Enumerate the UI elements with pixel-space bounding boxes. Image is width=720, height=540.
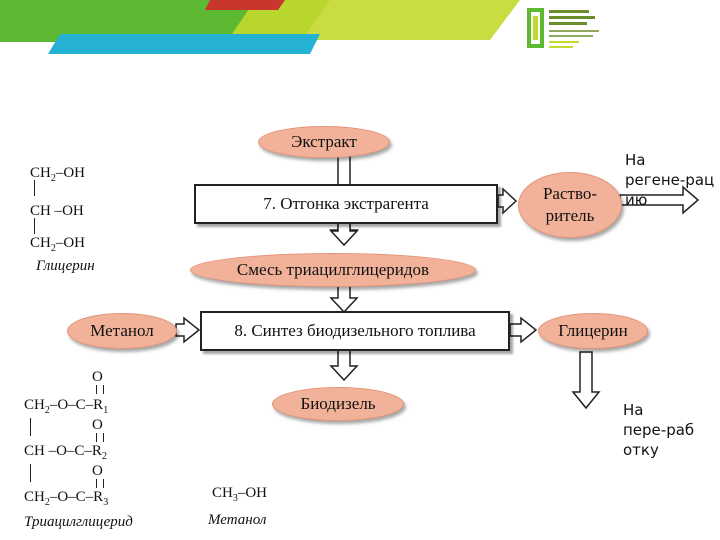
node-solvent: Раство- ритель [518,172,622,238]
arrow-step7-to-mix [329,221,359,247]
glycerol-line1: CH2–OH [30,165,86,184]
note-processing: На пере-раб отку [623,401,695,459]
node-step7-label: 7. Отгонка экстрагента [263,194,429,213]
node-glycerol-label: Глицерин [558,321,628,340]
node-glycerol: Глицерин [538,313,648,349]
triacylglyceride-line2: CH –O–C–R2 [24,443,107,462]
header-stripe-cyan [48,34,320,54]
glycerol-line2: CH –OH [30,203,84,219]
formula-methanol: CH3–OH [212,485,268,504]
arrow-mix-to-step8 [329,283,359,314]
glycerol-bond2 [34,218,35,234]
methanol-name: Метанол [208,512,267,528]
node-triglyceride-mix: Смесь триацилглицеридов [190,253,476,287]
triacylglyceride-line1: CH2–O–C–R1 [24,397,109,416]
glycerol-bond1 [34,180,35,196]
triacylglyceride-double-bond3 [96,479,104,488]
node-step7: 7. Отгонка экстрагента [194,184,498,224]
triacylglyceride-bond2 [30,464,31,482]
node-biodiesel: Биодизель [272,387,404,421]
triacylglyceride-bond1 [30,418,31,436]
node-biodiesel-label: Биодизель [300,394,376,413]
node-methanol: Метанол [67,313,177,349]
glycerol-line3: CH2–OH [30,235,86,254]
arrow-solvent-to-regeneration [619,185,700,215]
arrow-glycerol-to-processing [571,351,601,410]
arrow-methanol-to-step8 [175,316,201,344]
node-triglyceride-mix-label: Смесь триацилглицеридов [236,260,430,279]
triacylglyceride-line3: CH2–O–C–R3 [24,489,109,508]
node-extract: Экстракт [258,126,390,158]
university-logo [527,8,599,48]
node-step8: 8. Синтез биодизельного топлива [200,311,510,351]
note-regeneration: На регене-рац ию [625,151,715,209]
triacylglyceride-o3: O [92,463,103,479]
triacylglyceride-o2: O [92,417,103,433]
node-methanol-label: Метанол [90,321,154,340]
triacylglyceride-o1: O [92,369,103,385]
triacylglyceride-double-bond1 [96,385,104,394]
triacylglyceride-double-bond2 [96,433,104,442]
node-step8-label: 8. Синтез биодизельного топлива [234,321,476,340]
node-solvent-label: Раство- ритель [542,184,598,225]
arrow-step7-to-solvent [497,187,518,215]
glycerol-name: Глицерин [36,258,95,274]
triacylglyceride-name: Триацилглицерид [24,514,133,530]
header-stripe-lime [228,0,520,40]
arrow-step8-to-glycerol [509,316,538,344]
header-stripe-red [205,0,285,10]
node-extract-label: Экстракт [291,132,357,151]
